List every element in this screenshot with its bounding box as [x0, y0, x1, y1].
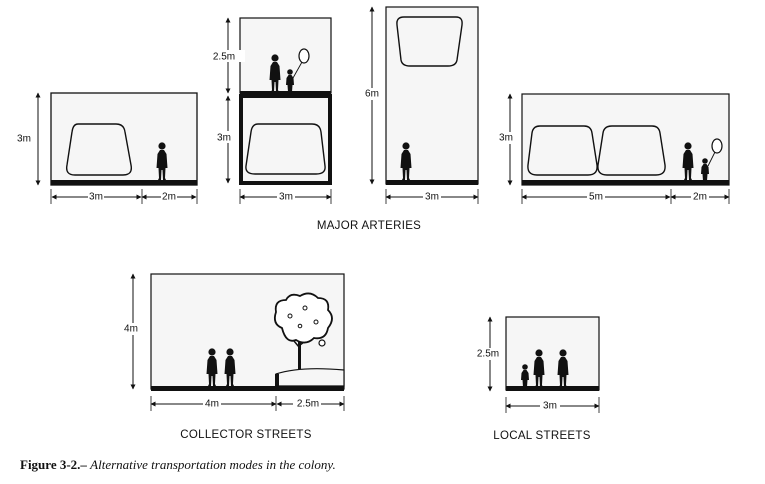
height-label: 2.5m: [477, 349, 499, 360]
major-arteries-label: MAJOR ARTERIES: [317, 220, 421, 232]
balloon-icon: [298, 48, 310, 64]
balloon-icon: [711, 138, 723, 154]
tree-icon: [273, 292, 333, 369]
panel-frame: [505, 316, 600, 391]
ground-line: [522, 180, 729, 185]
figure-caption: Figure 3-2.– Alternative transportation …: [20, 457, 336, 473]
height-label: 4m: [124, 324, 138, 335]
lower-height-label: 3m: [217, 133, 231, 144]
vehicle-outline: [527, 125, 598, 176]
deck-line: [240, 91, 331, 96]
upper-level-frame: [239, 17, 332, 94]
figure-caption-text: Alternative transportation modes in the …: [90, 457, 336, 472]
ground-line: [51, 180, 197, 185]
local-panel: 2.5m 3m: [474, 316, 600, 413]
height-label: 3m: [17, 134, 31, 145]
vehicle-outline: [597, 125, 666, 176]
figure-number: Figure 3-2.–: [20, 457, 87, 472]
width-label: 3m: [425, 192, 439, 203]
collector-panel: 4m 4m 2.5m: [121, 273, 345, 411]
local-streets-label: LOCAL STREETS: [493, 430, 590, 442]
artery-panel-overhead: 6m 3m: [361, 6, 479, 204]
width-label: 2.5m: [297, 399, 319, 410]
artery-panel-two-vehicles: 3m 5m 2m: [497, 93, 730, 204]
planter-bed: [275, 368, 345, 387]
width-label: 2m: [693, 192, 707, 203]
artery-panel-surface-vehicle: 3m 3m 2m: [17, 92, 198, 204]
vehicle-outline: [65, 123, 133, 176]
vehicle-outline: [245, 123, 326, 175]
ground-line: [386, 180, 478, 185]
collector-streets-label: COLLECTOR STREETS: [180, 429, 311, 441]
width-label: 3m: [543, 401, 557, 412]
ground-line: [506, 386, 599, 391]
height-label: 6m: [365, 89, 379, 100]
width-label: 3m: [89, 192, 103, 203]
width-label: 4m: [205, 399, 219, 410]
artery-panel-two-level: 2.5m 3m 3m: [211, 17, 332, 204]
width-label: 2m: [162, 192, 176, 203]
upper-height-label: 2.5m: [213, 52, 235, 63]
vehicle-outline: [396, 16, 463, 67]
ground-line: [151, 386, 344, 391]
height-label: 3m: [499, 133, 513, 144]
width-label: 3m: [279, 192, 293, 203]
width-label: 5m: [589, 192, 603, 203]
